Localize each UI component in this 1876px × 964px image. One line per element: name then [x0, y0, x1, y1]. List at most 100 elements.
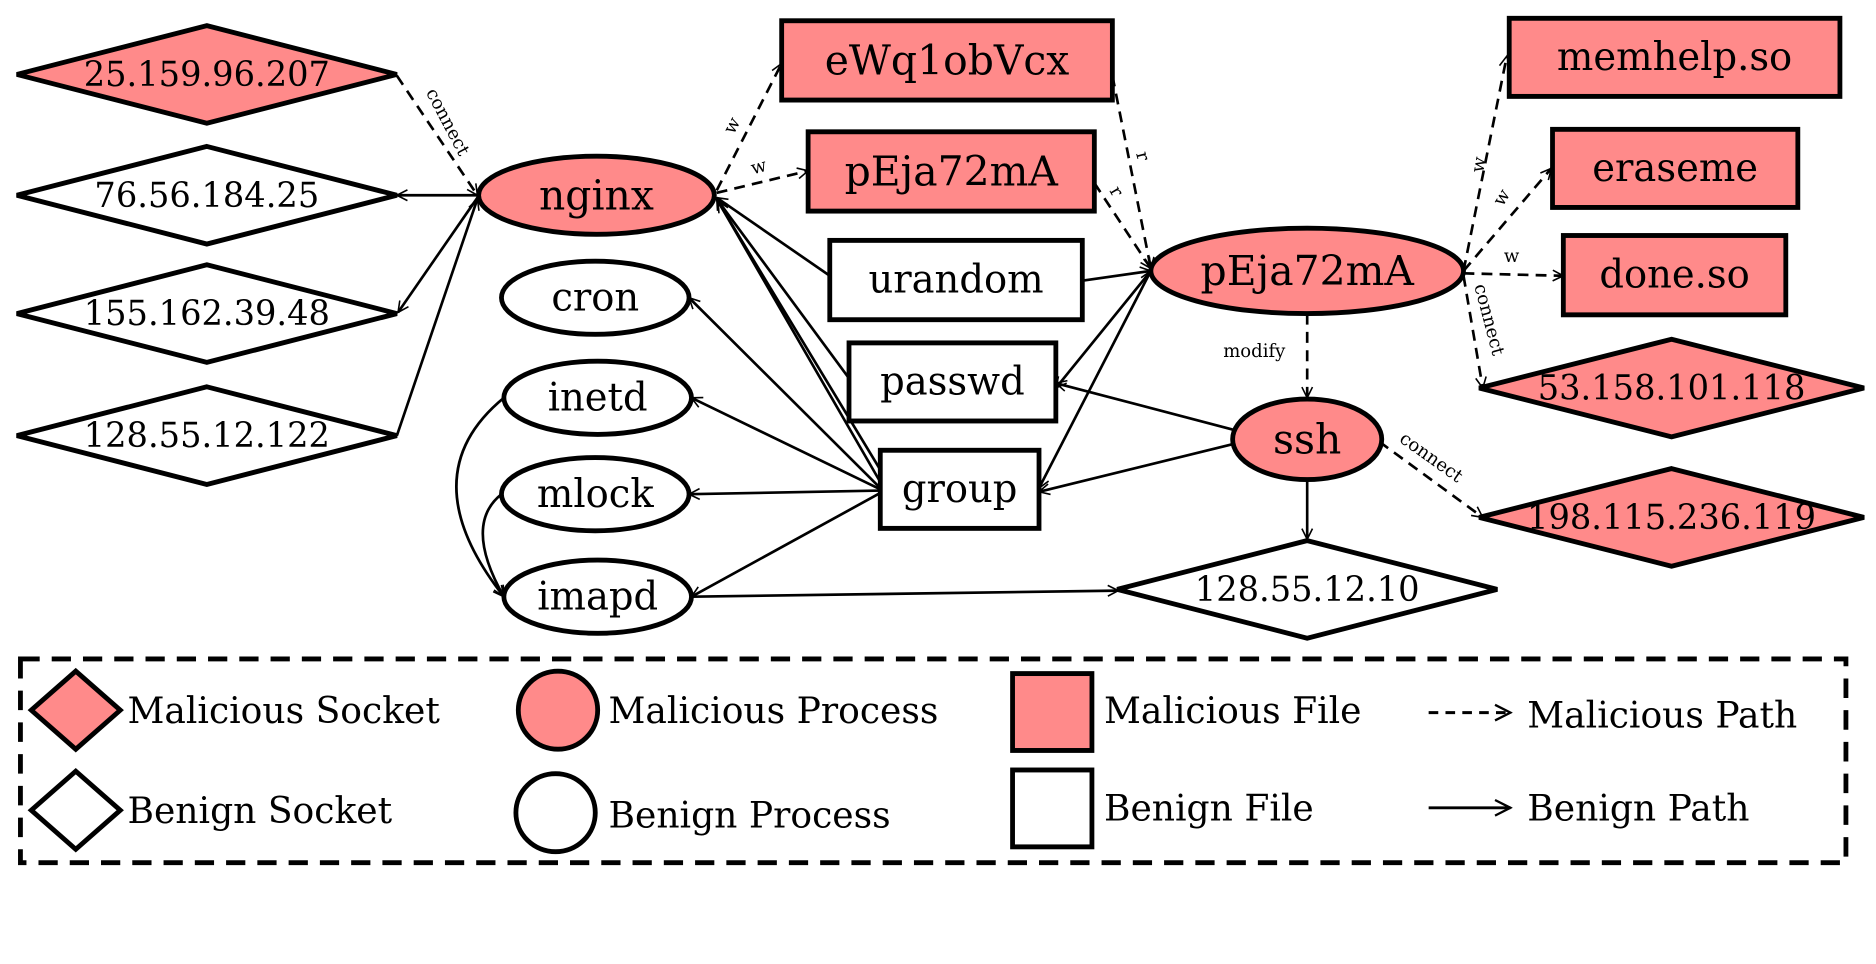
edge-urandom-to-nginx	[717, 196, 831, 277]
edge-ssh-to-group	[1039, 442, 1233, 492]
benign-path-line	[1056, 383, 1233, 431]
malicious-file-node: memhelp.so	[1506, 15, 1843, 99]
benign-path-line	[691, 591, 1118, 599]
socket-diamond-shape	[1478, 466, 1865, 569]
legend-item-benign-path: Benign Path	[1428, 786, 1750, 829]
malicious-path-line	[1462, 168, 1552, 272]
legend-label-benign-path: Benign Path	[1527, 786, 1749, 829]
node-label: urandom	[868, 257, 1043, 302]
malicious-path-line	[1111, 75, 1150, 269]
edge-label: modify	[1223, 341, 1286, 362]
process-ellipse-shape	[499, 258, 692, 337]
edge-label: r	[1105, 183, 1128, 201]
benign-file-icon	[1010, 767, 1095, 850]
node-label: passwd	[880, 359, 1025, 404]
edge-urandom-to-proc_pej	[1082, 271, 1151, 282]
edge-group-to-inetd	[691, 396, 881, 491]
malicious-path-line	[716, 171, 808, 195]
node-label: cron	[551, 275, 639, 320]
edge-group-to-mlock	[689, 491, 881, 495]
edge-inetd-to-imapd	[455, 396, 504, 597]
legend-item-benign-process: Benign Process	[513, 771, 891, 855]
legend-item-malicious-process: Malicious Process	[515, 668, 938, 752]
legend-label-malicious-socket: Malicious Socket	[127, 689, 440, 732]
benign-path-line	[689, 491, 881, 495]
malicious-process-node: pEja72mA	[1148, 225, 1466, 317]
benign-socket-node: 76.56.184.25	[16, 143, 398, 247]
malicious-file-node: pEja72mA	[805, 129, 1097, 214]
benign-socket-node: 128.55.12.10	[1116, 538, 1498, 641]
benign-path-line	[1037, 270, 1153, 488]
process-ellipse-shape	[1230, 396, 1385, 483]
file-rect-shape	[779, 18, 1115, 103]
benign-socket-icon	[27, 767, 124, 853]
edge-file_ewq-to-proc_pej: r	[1111, 75, 1153, 269]
edge-nginx-to-file_ewq: w	[715, 63, 783, 191]
node-label: pEja72mA	[845, 147, 1060, 195]
file-rect-shape	[827, 237, 1085, 323]
socket-diamond-shape	[16, 262, 398, 365]
node-label: 128.55.12.122	[84, 416, 330, 455]
legend-item-benign-socket: Benign Socket	[27, 767, 393, 853]
benign-path-line	[396, 196, 479, 313]
legend-item-benign-file: Benign File	[1010, 767, 1314, 850]
edge-label: w	[1504, 246, 1520, 267]
legend-label-malicious-file: Malicious File	[1104, 689, 1362, 732]
process-ellipse-shape	[1148, 225, 1466, 317]
node-label: 76.56.184.25	[94, 176, 319, 215]
edge-label: connect	[1469, 282, 1508, 359]
benign-path-line	[717, 199, 851, 380]
edge-nginx-to-file_pej: w	[716, 155, 808, 195]
socket-diamond-shape	[16, 143, 398, 247]
edge-proc_pej-to-group	[1037, 270, 1153, 488]
node-label: pEja72mA	[1201, 247, 1416, 295]
legend-label-benign-file: Benign File	[1104, 786, 1314, 829]
benign-process-node: cron	[499, 258, 692, 337]
benign-path-line	[481, 493, 506, 597]
file-rect-shape	[1506, 15, 1843, 99]
edge-label: r	[1131, 149, 1153, 163]
edge-mlock-to-imapd	[481, 493, 506, 597]
malicious-path-line	[395, 74, 479, 196]
socket-diamond-shape	[16, 23, 398, 126]
file-rect-shape	[846, 340, 1059, 424]
legend-item-malicious-file: Malicious File	[1010, 671, 1362, 753]
node-label: done.so	[1599, 253, 1749, 298]
process-ellipse-shape	[501, 358, 694, 437]
benign-socket-node: 155.162.39.48	[16, 262, 398, 365]
malicious-file-node: eraseme	[1550, 126, 1801, 210]
malicious-file-icon	[1010, 671, 1095, 753]
edge-label: w	[720, 113, 746, 137]
malicious-file-node: done.so	[1560, 233, 1789, 318]
node-label: ssh	[1273, 415, 1341, 463]
edge-sock4-to-nginx	[395, 199, 478, 437]
node-label: nginx	[539, 171, 654, 219]
edge-group-to-cron	[689, 298, 882, 490]
edge-group-to-imapd	[691, 491, 881, 598]
malicious-socket-icon	[27, 667, 124, 753]
edge-label: w	[749, 155, 770, 180]
edge-proc_pej-to-ssh: modify	[1223, 313, 1307, 398]
benign-path-line	[1082, 271, 1151, 282]
edge-proc_pej-to-memhelp: w	[1462, 56, 1507, 272]
edge-ssh-to-passwd	[1056, 383, 1233, 431]
node-label: imapd	[537, 574, 658, 619]
node-label: group	[902, 467, 1018, 512]
malicious-socket-node: 53.158.101.118	[1478, 336, 1865, 440]
benign-process-node: imapd	[501, 557, 694, 636]
file-rect-shape	[1550, 126, 1801, 210]
legend-label-benign-socket: Benign Socket	[127, 789, 392, 832]
benign-path-line	[455, 396, 504, 597]
legend-border	[18, 656, 1849, 866]
benign-file-node: urandom	[827, 237, 1085, 323]
edge-proc_pej-to-sock6: connect	[1462, 275, 1508, 388]
process-ellipse-shape	[476, 153, 717, 237]
socket-diamond-shape	[1116, 538, 1498, 641]
edge-proc_pej-to-done: w	[1463, 246, 1564, 276]
nodes-layer: 25.159.96.20776.56.184.25155.162.39.4812…	[16, 15, 1865, 641]
malicious-path-line	[1462, 275, 1483, 388]
benign-path-line	[716, 201, 892, 487]
benign-path-line	[691, 491, 881, 598]
benign-path-line	[691, 396, 881, 491]
node-label: 128.55.12.10	[1195, 570, 1420, 609]
